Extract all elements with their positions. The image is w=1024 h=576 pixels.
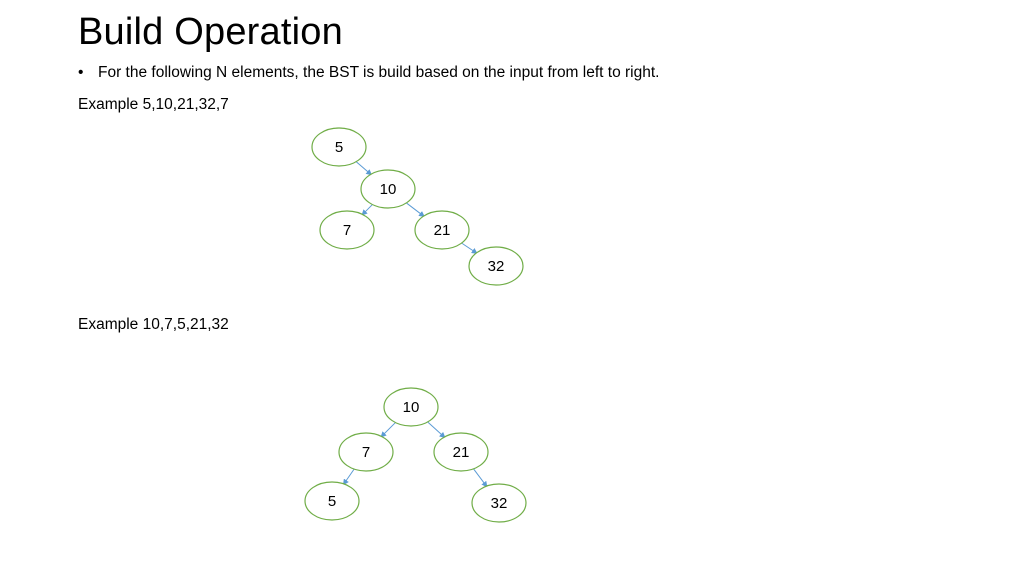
tree-node-21: 21 bbox=[433, 432, 489, 472]
node-circle bbox=[433, 432, 489, 472]
edge-10-to-21 bbox=[426, 420, 446, 439]
edge-10-to-7 bbox=[361, 203, 374, 216]
bullet-point: • For the following N elements, the BST i… bbox=[78, 63, 659, 83]
bst-tree-example-2: 10 7 21 5 32 bbox=[304, 387, 527, 523]
tree-node-21: 21 bbox=[414, 210, 470, 250]
tree-node-7: 7 bbox=[338, 432, 394, 472]
node-value: 7 bbox=[343, 222, 351, 239]
edge-21-to-32 bbox=[472, 467, 488, 488]
tree-node-10: 10 bbox=[360, 169, 416, 209]
edge-10-to-7 bbox=[380, 421, 397, 438]
tree-node-7: 7 bbox=[319, 210, 375, 250]
tree-node-32: 32 bbox=[468, 246, 524, 286]
node-circle bbox=[383, 387, 439, 427]
node-value: 10 bbox=[403, 399, 420, 416]
node-value: 32 bbox=[491, 495, 508, 512]
node-value: 5 bbox=[335, 139, 343, 156]
node-circle bbox=[360, 169, 416, 209]
bst-tree-example-1: 5 10 7 21 32 bbox=[311, 127, 524, 286]
node-value: 21 bbox=[453, 444, 470, 461]
node-value: 21 bbox=[434, 222, 451, 239]
edge-7-to-5 bbox=[342, 467, 356, 486]
bullet-text: For the following N elements, the BST is… bbox=[98, 64, 660, 81]
example-1-label: Example 5,10,21,32,7 bbox=[78, 96, 229, 113]
node-circle bbox=[311, 127, 367, 167]
edge-5-to-10 bbox=[355, 160, 373, 176]
node-circle bbox=[471, 483, 527, 523]
node-value: 7 bbox=[362, 444, 370, 461]
slide-title: Build Operation bbox=[78, 11, 343, 53]
node-value: 5 bbox=[328, 493, 336, 510]
node-circle bbox=[414, 210, 470, 250]
node-value: 10 bbox=[380, 181, 397, 198]
tree-node-5: 5 bbox=[311, 127, 367, 167]
node-circle bbox=[338, 432, 394, 472]
edge-21-to-32 bbox=[460, 242, 478, 254]
tree-node-10: 10 bbox=[383, 387, 439, 427]
node-value: 32 bbox=[488, 258, 505, 275]
edge-10-to-21 bbox=[405, 201, 425, 218]
node-circle bbox=[468, 246, 524, 286]
node-circle bbox=[304, 481, 360, 521]
example-2-label: Example 10,7,5,21,32 bbox=[78, 316, 229, 333]
tree-node-5: 5 bbox=[304, 481, 360, 521]
tree-node-32: 32 bbox=[471, 483, 527, 523]
node-circle bbox=[319, 210, 375, 250]
bullet-icon: • bbox=[78, 64, 84, 81]
